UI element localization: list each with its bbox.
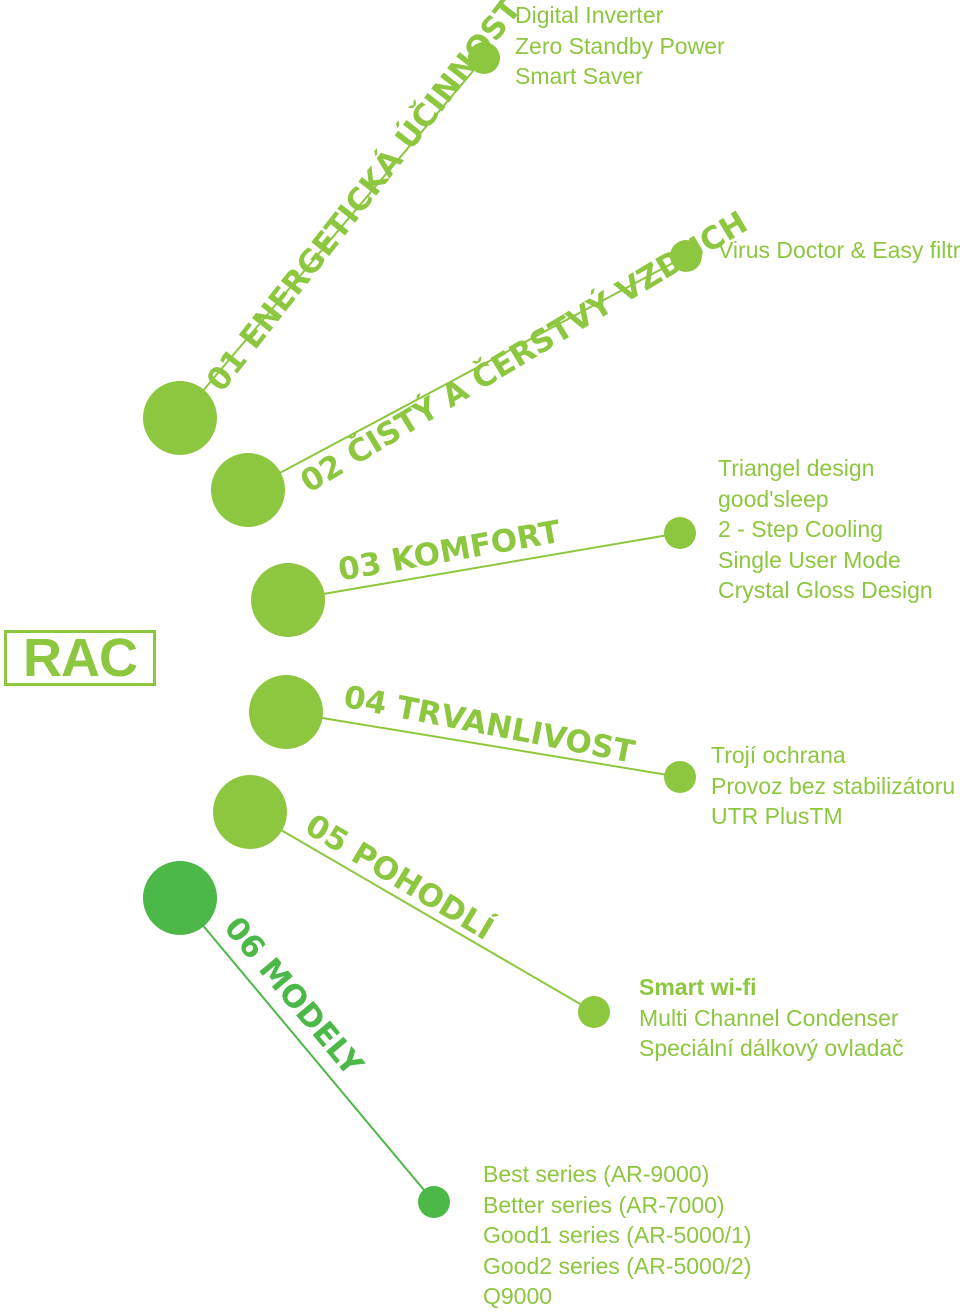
- rac-logo: RAC: [4, 630, 156, 686]
- connector-line-03: [287, 532, 681, 601]
- items-02: Virus Doctor & Easy filtr: [718, 235, 960, 266]
- end-dot-01: [468, 42, 500, 74]
- connector-line-06: [179, 897, 435, 1203]
- list-item: Digital Inverter: [515, 2, 664, 28]
- rac-logo-text: RAC: [23, 628, 138, 688]
- list-item: Zero Standby Power: [515, 32, 725, 59]
- list-item: good'sleep: [718, 485, 829, 512]
- list-item: Triangel design: [718, 455, 875, 481]
- node-01: [143, 381, 217, 455]
- list-item: Q9000: [483, 1283, 553, 1310]
- list-item: UTR PlusTM: [711, 803, 843, 830]
- list-item: Better series (AR-7000): [483, 1191, 725, 1218]
- list-item: Crystal Gloss Design: [718, 577, 933, 604]
- node-03: [251, 563, 325, 637]
- items-05: Smart wi-fi Multi Channel Condenser Spec…: [639, 972, 904, 1064]
- list-item: 2 - Step Cooling: [718, 516, 883, 543]
- list-item: Good2 series (AR-5000/2): [483, 1252, 752, 1279]
- end-dot-04: [664, 761, 696, 793]
- list-item: Smart wi-fi: [639, 974, 757, 1000]
- end-dot-06: [418, 1186, 450, 1218]
- end-dot-03: [664, 517, 696, 549]
- list-item: Virus Doctor & Easy filtr: [718, 237, 960, 263]
- items-01: Digital Inverter Zero Standby Power Smar…: [515, 0, 725, 92]
- connector-line-05: [249, 811, 595, 1013]
- connector-line-04: [285, 711, 681, 778]
- list-item: Good1 series (AR-5000/1): [483, 1222, 752, 1249]
- end-dot-02: [670, 240, 702, 272]
- items-04: Trojí ochrana Provoz bez stabilizátoru U…: [711, 740, 955, 832]
- connector-line-02: [247, 255, 687, 491]
- node-06: [143, 861, 217, 935]
- list-item: Provoz bez stabilizátoru: [711, 772, 956, 799]
- list-item: Trojí ochrana: [711, 742, 846, 768]
- list-item: Speciální dálkový ovladač: [639, 1035, 904, 1062]
- connector-line-01: [179, 57, 485, 419]
- items-06: Best series (AR-9000) Better series (AR-…: [483, 1159, 751, 1312]
- list-item: Single User Mode: [718, 546, 901, 573]
- node-04: [249, 675, 323, 749]
- list-item: Multi Channel Condenser: [639, 1004, 899, 1031]
- list-item: Best series (AR-9000): [483, 1161, 710, 1187]
- list-item: Smart Saver: [515, 63, 643, 90]
- node-05: [213, 775, 287, 849]
- end-dot-05: [578, 996, 610, 1028]
- node-02: [211, 453, 285, 527]
- items-03: Triangel design good'sleep 2 - Step Cool…: [718, 453, 933, 606]
